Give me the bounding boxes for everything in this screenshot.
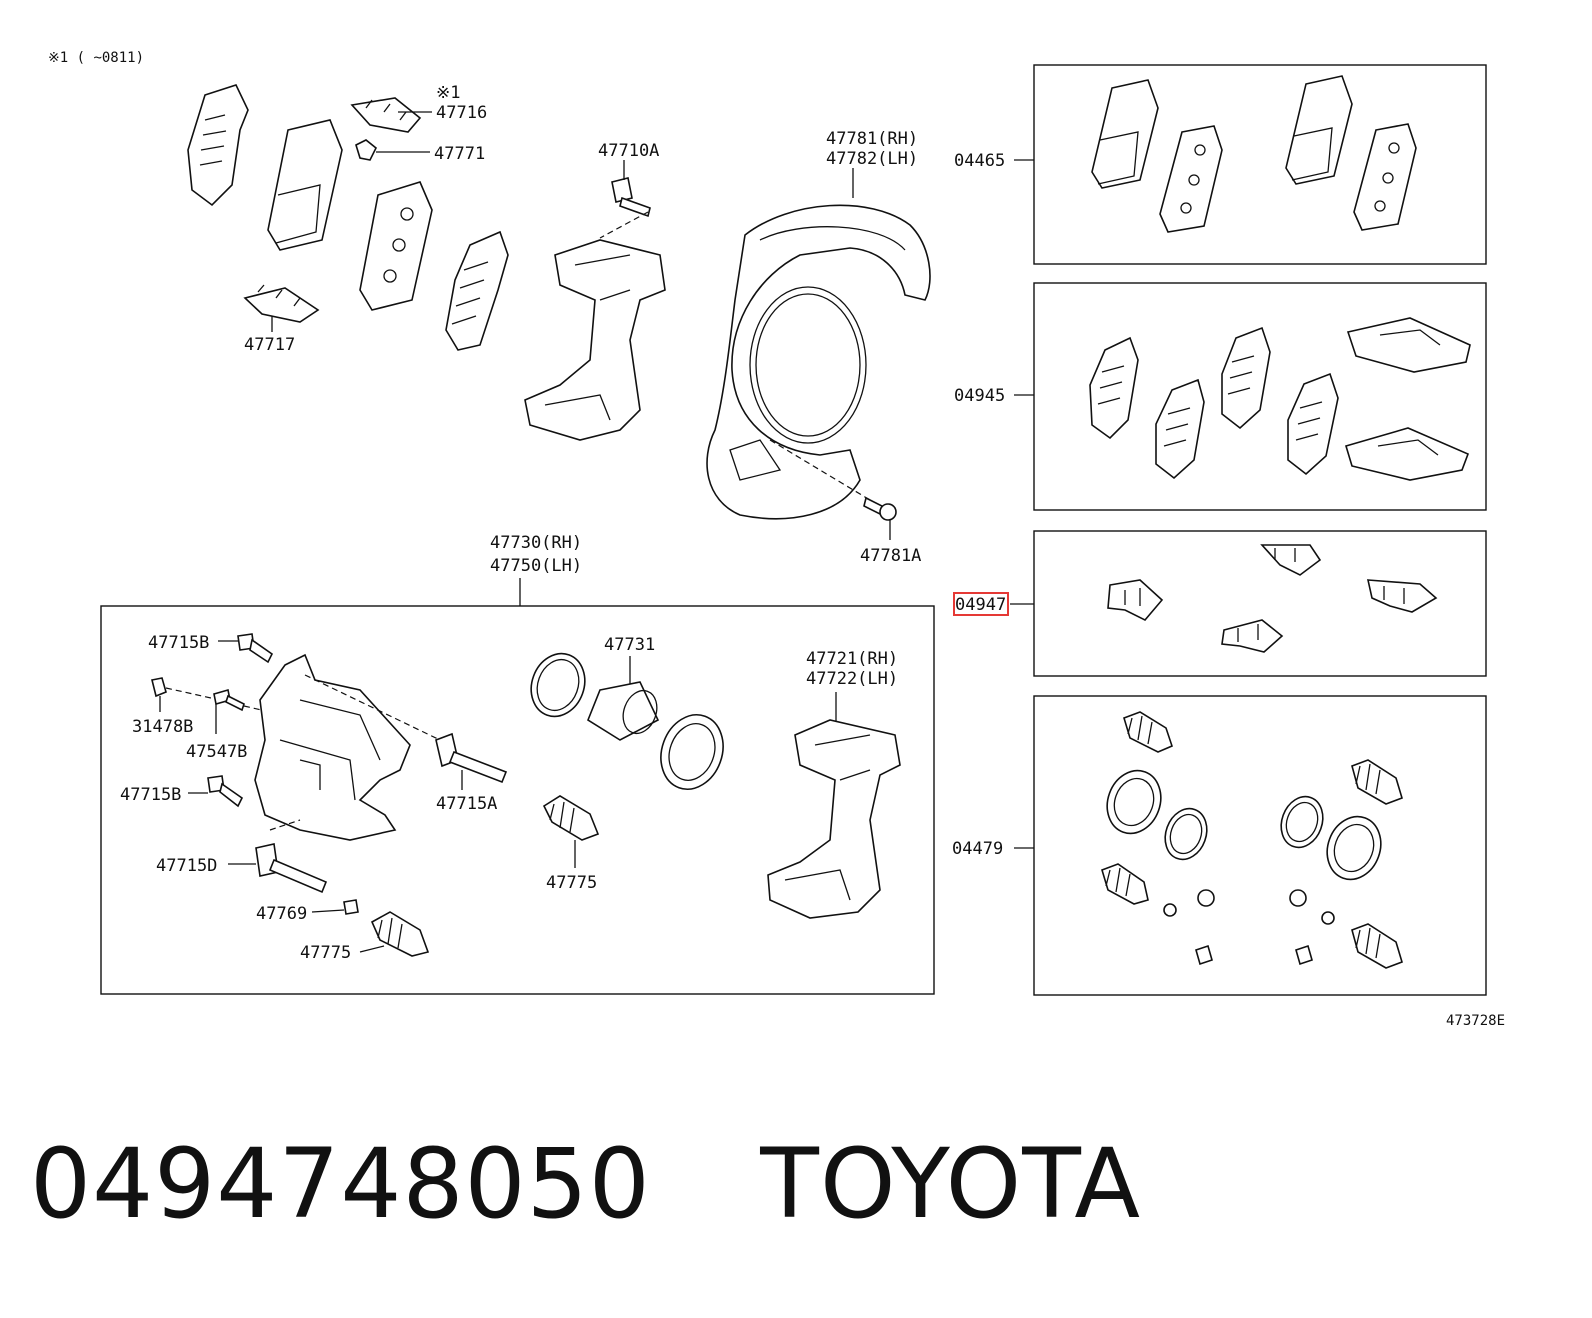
kit-04479-seals [1101, 711, 1403, 969]
drawing-id: 473728E [1446, 1013, 1505, 1029]
callout-47715B-bottom: 47715B [120, 785, 181, 805]
bolt-47715B-top [218, 633, 274, 664]
bolt-47781A [863, 496, 897, 540]
kit-box-04945 [1033, 282, 1487, 511]
kit-box-04465 [1033, 64, 1487, 265]
callout-47782: 47782(LH) [826, 149, 918, 169]
caption: 0494748050 TOYOTA [30, 1128, 1141, 1240]
kit-04945-shims [1089, 317, 1471, 481]
callout-47781: 47781(RH) [826, 129, 918, 149]
callout-47716: 47716 [436, 103, 487, 123]
callout-47715A: 47715A [436, 794, 497, 814]
kit-label-04465: 04465 [954, 151, 1005, 171]
seal-ring [530, 652, 586, 718]
callout-47750: 47750(LH) [490, 556, 582, 576]
kit-04465-pads [1091, 75, 1417, 233]
kit-box-04479 [1033, 695, 1487, 996]
callout-47715D: 47715D [156, 856, 217, 876]
bushing-47769 [311, 899, 359, 915]
dust-shield [706, 168, 931, 520]
highlight-frame-04947 [953, 592, 1009, 616]
shim-inner-right [445, 230, 509, 351]
brand-name: TOYOTA [760, 1128, 1142, 1240]
callout-47547B: 47547B [186, 742, 247, 762]
callout-47775-mid: 47775 [546, 873, 597, 893]
callout-47716-mark: ※1 [436, 83, 460, 103]
callout-47771: 47771 [434, 144, 485, 164]
callout-47710A: 47710A [598, 141, 659, 161]
callout-47717: 47717 [244, 335, 295, 355]
kit-04947-clips [1107, 544, 1438, 653]
piston-47731 [587, 656, 660, 741]
clip-47717 [243, 284, 320, 332]
cap-31478B [151, 677, 221, 712]
caliper-body [254, 653, 441, 841]
caliper-assembly-box [100, 605, 935, 995]
brake-pad-inner [359, 181, 433, 311]
shim-outer-left [187, 84, 249, 207]
bolt-47710A [599, 160, 651, 239]
piston-boot [660, 714, 724, 790]
callout-47781A: 47781A [860, 546, 921, 566]
callout-47775-left: 47775 [300, 943, 351, 963]
bleeder-47547B [213, 688, 271, 734]
clip-47771 [355, 139, 430, 161]
boot-47775-left [359, 911, 430, 957]
kit-label-04945: 04945 [954, 386, 1005, 406]
boot-47775-mid [542, 795, 600, 868]
callout-31478B: 31478B [132, 717, 193, 737]
note-text: ※1 ( ~0811) [48, 50, 144, 66]
part-number: 0494748050 [30, 1128, 651, 1240]
callout-47731: 47731 [604, 635, 655, 655]
bolt-47715B-bottom [188, 775, 244, 808]
kit-label-04947: 04947 [955, 595, 1006, 615]
caliper-bracket-lower [767, 692, 901, 919]
kit-label-04479: 04479 [952, 839, 1003, 859]
callout-47721: 47721(RH) [806, 649, 898, 669]
pin-47715A [435, 732, 508, 790]
callout-47730: 47730(RH) [490, 533, 582, 553]
brake-pad-outer [267, 119, 343, 251]
clip-47716 [350, 97, 432, 133]
caliper-bracket-upper [524, 239, 666, 441]
callout-47715B-top: 47715B [148, 633, 209, 653]
callout-47769: 47769 [256, 904, 307, 924]
pin-47715D [228, 843, 328, 894]
callout-47722: 47722(LH) [806, 669, 898, 689]
